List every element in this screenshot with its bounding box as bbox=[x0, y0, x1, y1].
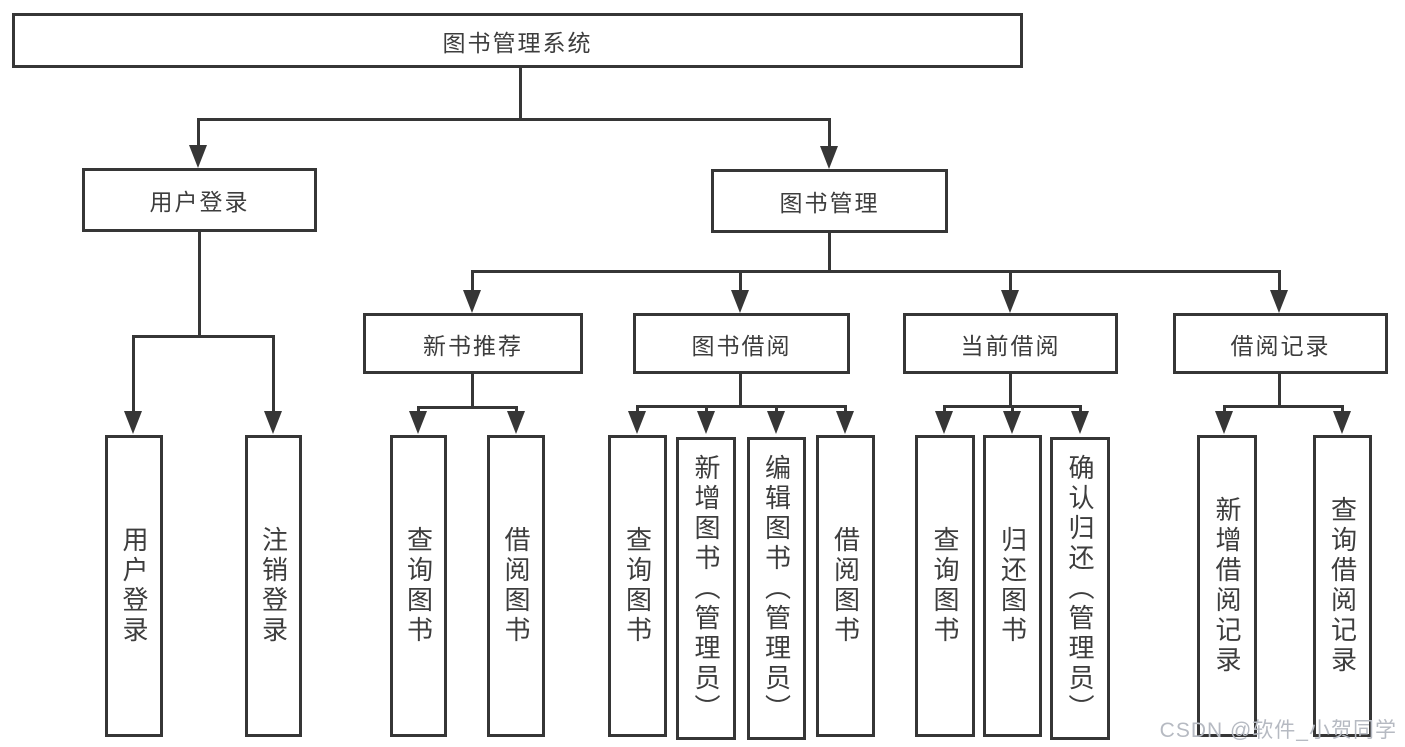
node-book-management: 图书管理 bbox=[711, 169, 948, 233]
node-book-borrowing-label: 图书借阅 bbox=[691, 332, 792, 359]
arrowhead-leaf-borrow-books-1 bbox=[507, 411, 525, 434]
leaf-edit-books-admin-label: 编辑图书（管理员） bbox=[761, 453, 792, 724]
node-user-login-label: 用户登录 bbox=[149, 189, 250, 215]
arrowhead-book-management bbox=[820, 146, 838, 169]
leaf-confirm-return-admin-label: 确认归还（管理员） bbox=[1065, 453, 1095, 724]
leaf-borrow-books-newrec: 借阅图书 bbox=[487, 435, 545, 737]
arrowhead-leaf-query-books-2 bbox=[628, 411, 646, 434]
arrowhead-new-book-rec bbox=[463, 290, 481, 313]
edge-to-user-login bbox=[197, 118, 200, 148]
arrowhead-leaf-user-login bbox=[124, 411, 142, 434]
leaf-add-borrow-record: 新增借阅记录 bbox=[1197, 435, 1257, 737]
leaf-add-borrow-record-label: 新增借阅记录 bbox=[1212, 496, 1242, 676]
edge-user-login-stem bbox=[198, 232, 201, 337]
edge-borrowing-records-hbar bbox=[1223, 405, 1344, 408]
node-new-book-rec-label: 新书推荐 bbox=[423, 332, 523, 359]
edge-to-leaf-confirm-return bbox=[1079, 405, 1082, 414]
edge-to-book-borrowing bbox=[739, 270, 742, 292]
edge-to-book-management bbox=[828, 118, 831, 148]
arrowhead-leaf-query-books-3 bbox=[935, 411, 953, 434]
node-root-label: 图书管理系统 bbox=[442, 29, 593, 56]
leaf-query-borrow-record-label: 查询借阅记录 bbox=[1327, 496, 1358, 676]
edge-to-leaf-borrow-books-2 bbox=[844, 405, 847, 414]
edge-to-leaf-logout bbox=[272, 335, 275, 413]
arrowhead-book-borrowing bbox=[731, 290, 749, 313]
node-user-login: 用户登录 bbox=[82, 168, 317, 232]
arrowhead-leaf-edit-books bbox=[767, 411, 785, 434]
edge-root-stem bbox=[519, 68, 522, 120]
edge-to-leaf-query-books-2 bbox=[636, 405, 639, 414]
leaf-borrow-books-newrec-label: 借阅图书 bbox=[501, 526, 531, 646]
edge-to-leaf-edit-books bbox=[775, 405, 778, 414]
node-borrowing-records: 借阅记录 bbox=[1173, 313, 1388, 374]
leaf-user-login-label: 用户登录 bbox=[119, 526, 149, 646]
node-book-management-label: 图书管理 bbox=[779, 190, 880, 216]
leaf-query-books-borrow-label: 查询图书 bbox=[622, 526, 653, 646]
edge-to-leaf-query-books-1 bbox=[417, 406, 420, 414]
node-borrowing-records-label: 借阅记录 bbox=[1230, 332, 1331, 359]
edge-to-leaf-user-login bbox=[132, 335, 135, 413]
leaf-logout-label: 注销登录 bbox=[258, 526, 289, 646]
node-new-book-rec: 新书推荐 bbox=[363, 313, 583, 374]
edge-book-management-stem bbox=[828, 233, 831, 272]
leaf-add-books-admin: 新增图书（管理员） bbox=[676, 437, 736, 740]
arrowhead-leaf-add-record bbox=[1215, 411, 1233, 434]
arrowhead-leaf-borrow-books-2 bbox=[836, 411, 854, 434]
leaf-return-books: 归还图书 bbox=[983, 435, 1042, 737]
leaf-add-books-admin-label: 新增图书（管理员） bbox=[691, 453, 721, 724]
edge-user-login-hbar bbox=[132, 335, 275, 338]
leaf-query-borrow-record: 查询借阅记录 bbox=[1313, 435, 1372, 737]
csdn-watermark: CSDN @软件_小贺同学 bbox=[1159, 719, 1397, 742]
edge-to-new-book-rec bbox=[471, 270, 474, 292]
node-book-borrowing: 图书借阅 bbox=[633, 313, 850, 374]
leaf-query-books-current-label: 查询图书 bbox=[930, 526, 960, 646]
edge-to-leaf-return-books bbox=[1011, 405, 1014, 414]
leaf-borrow-books-borrow-label: 借阅图书 bbox=[830, 526, 861, 646]
leaf-edit-books-admin: 编辑图书（管理员） bbox=[747, 437, 806, 740]
leaf-confirm-return-admin: 确认归还（管理员） bbox=[1050, 437, 1110, 740]
arrowhead-leaf-logout bbox=[264, 411, 282, 434]
leaf-borrow-books-borrow: 借阅图书 bbox=[816, 435, 875, 737]
leaf-return-books-label: 归还图书 bbox=[997, 526, 1028, 646]
arrowhead-borrowing-records bbox=[1270, 290, 1288, 313]
edge-borrowing-records-stem bbox=[1278, 374, 1281, 407]
arrowhead-current-borrowing bbox=[1001, 290, 1019, 313]
arrowhead-user-login bbox=[189, 145, 207, 168]
edge-to-leaf-borrow-books-1 bbox=[515, 406, 518, 414]
edge-to-leaf-query-books-3 bbox=[943, 405, 946, 414]
edge-to-current-borrowing bbox=[1009, 270, 1012, 292]
edge-to-leaf-add-books bbox=[705, 405, 708, 414]
leaf-query-books-newrec: 查询图书 bbox=[390, 435, 447, 737]
edge-new-book-rec-hbar bbox=[417, 406, 518, 409]
arrowhead-leaf-return-books bbox=[1003, 411, 1021, 434]
edge-root-hbar bbox=[197, 118, 831, 121]
arrowhead-leaf-query-record bbox=[1333, 411, 1351, 434]
node-current-borrowing: 当前借阅 bbox=[903, 313, 1118, 374]
leaf-query-books-current: 查询图书 bbox=[915, 435, 975, 737]
leaf-query-books-borrow: 查询图书 bbox=[608, 435, 667, 737]
node-root: 图书管理系统 bbox=[12, 13, 1023, 68]
edge-book-borrowing-stem bbox=[739, 374, 742, 407]
edge-to-leaf-query-record bbox=[1341, 405, 1344, 414]
arrowhead-leaf-confirm-return bbox=[1071, 411, 1089, 434]
leaf-user-login: 用户登录 bbox=[105, 435, 163, 737]
edge-new-book-rec-stem bbox=[471, 374, 474, 408]
edge-to-leaf-add-record bbox=[1223, 405, 1226, 414]
edge-book-management-hbar bbox=[471, 270, 1281, 273]
leaf-query-books-newrec-label: 查询图书 bbox=[403, 526, 434, 646]
edge-to-borrowing-records bbox=[1278, 270, 1281, 292]
arrowhead-leaf-query-books-1 bbox=[409, 411, 427, 434]
edge-current-borrowing-stem bbox=[1009, 374, 1012, 407]
arrowhead-leaf-add-books bbox=[697, 411, 715, 434]
edge-book-borrowing-hbar bbox=[636, 405, 847, 408]
node-current-borrowing-label: 当前借阅 bbox=[960, 332, 1061, 359]
leaf-logout: 注销登录 bbox=[245, 435, 302, 737]
